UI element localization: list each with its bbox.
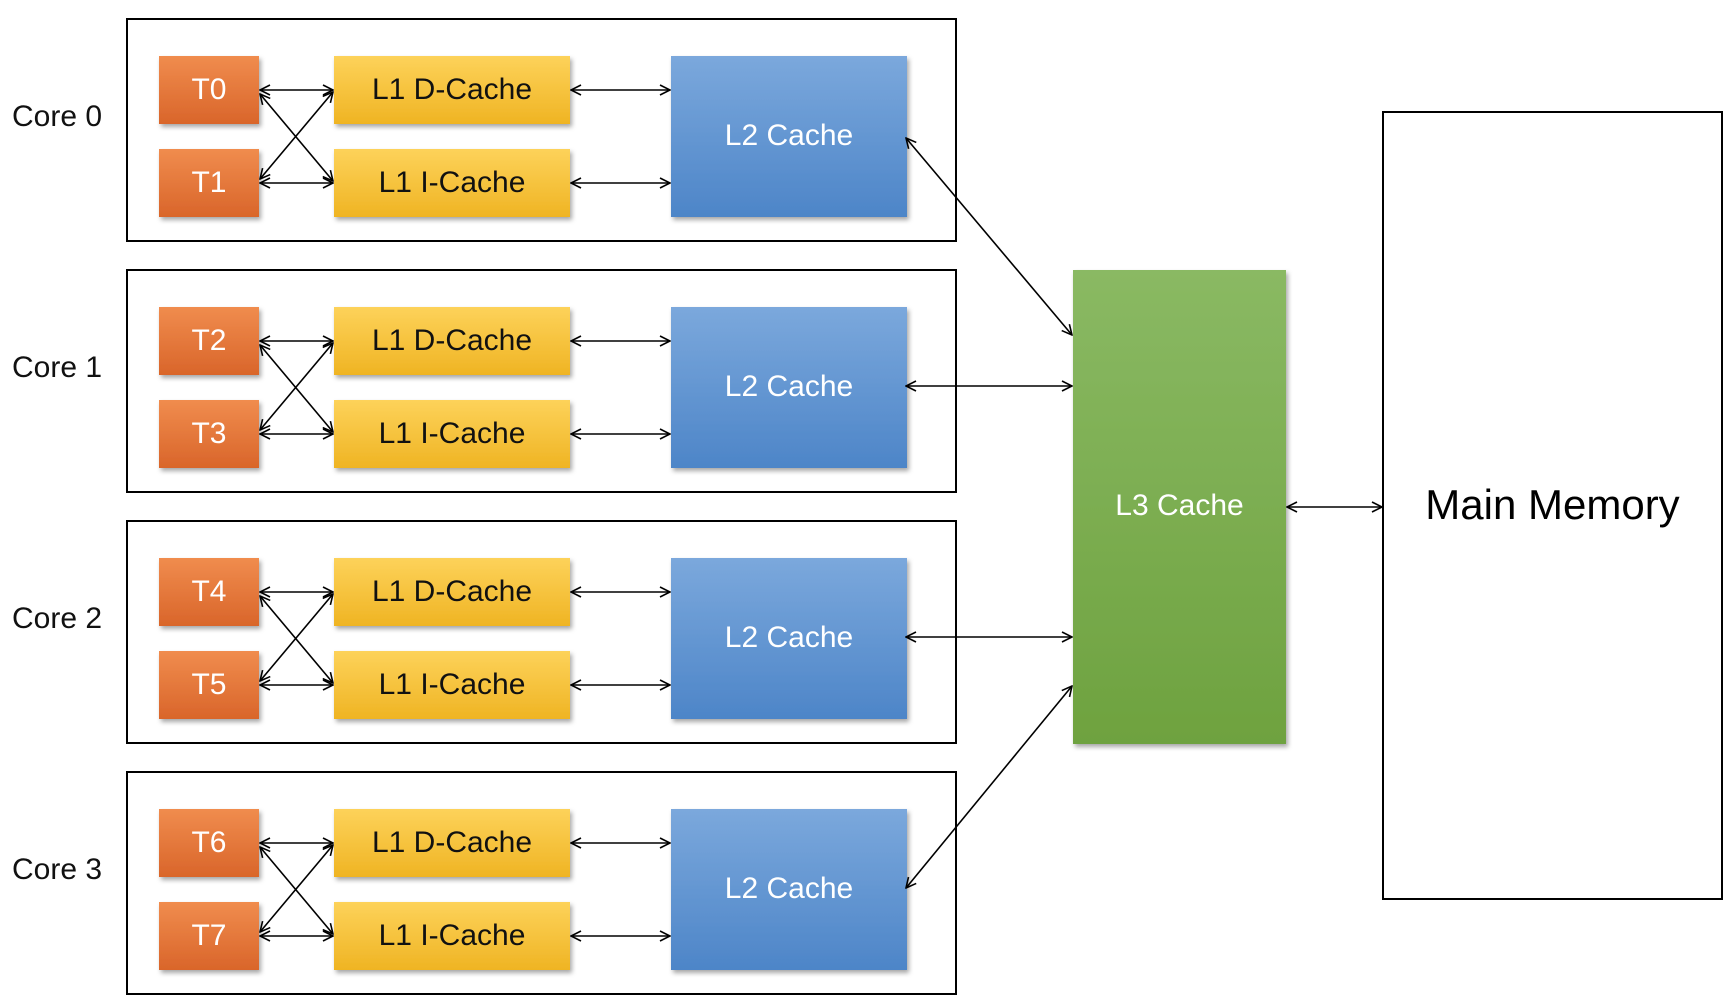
link-thread-cross xyxy=(260,845,333,932)
main-memory-box xyxy=(1382,111,1723,900)
l1-i-cache-label: L1 I-Cache xyxy=(379,668,526,701)
l2-cache-label: L2 Cache xyxy=(725,370,853,403)
l3-cache-block xyxy=(1073,270,1286,744)
main-memory-label: Main Memory xyxy=(1425,481,1679,528)
l2-cache-label: L2 Cache xyxy=(725,872,853,905)
thread-label: T4 xyxy=(191,575,226,608)
l1-d-cache-block xyxy=(334,56,570,124)
l3-cache-label: L3 Cache xyxy=(1115,489,1243,522)
core-label: Core 1 xyxy=(12,351,102,384)
l1-i-cache-label: L1 I-Cache xyxy=(379,166,526,199)
l1-d-cache-block xyxy=(334,307,570,375)
thread-block xyxy=(159,56,259,124)
l3-cache: L3 Cache xyxy=(1073,270,1286,744)
l2-cache-block xyxy=(671,307,907,468)
thread-block xyxy=(159,400,259,468)
core-label: Core 2 xyxy=(12,602,102,635)
l1-d-cache-label: L1 D-Cache xyxy=(372,73,532,106)
thread-block xyxy=(159,307,259,375)
thread-block xyxy=(159,149,259,217)
thread-label: T3 xyxy=(191,417,226,450)
link-l2-core0-l3 xyxy=(906,138,1072,335)
l1-i-cache-label: L1 I-Cache xyxy=(379,919,526,952)
link-l2-core3-l3 xyxy=(906,686,1072,888)
l1-i-cache-block xyxy=(334,902,570,970)
l2-cache-block xyxy=(671,56,907,217)
thread-label: T5 xyxy=(191,668,226,701)
thread-label: T1 xyxy=(191,166,226,199)
thread-label: T0 xyxy=(191,73,226,106)
link-thread-cross xyxy=(260,92,333,179)
thread-block xyxy=(159,809,259,877)
l1-d-cache-label: L1 D-Cache xyxy=(372,826,532,859)
thread-block xyxy=(159,902,259,970)
core-label: Core 0 xyxy=(12,100,102,133)
l1-d-cache-block xyxy=(334,809,570,877)
l2-cache-block xyxy=(671,558,907,719)
thread-label: T2 xyxy=(191,324,226,357)
l1-i-cache-block xyxy=(334,400,570,468)
link-thread-cross xyxy=(260,343,333,430)
l2-l3-links xyxy=(906,138,1072,888)
l2-cache-block xyxy=(671,809,907,970)
l1-i-cache-label: L1 I-Cache xyxy=(379,417,526,450)
l2-cache-label: L2 Cache xyxy=(725,119,853,152)
l2-cache-label: L2 Cache xyxy=(725,621,853,654)
thread-label: T6 xyxy=(191,826,226,859)
main-memory: Main Memory xyxy=(1382,111,1723,900)
thread-block xyxy=(159,651,259,719)
l1-i-cache-block xyxy=(334,651,570,719)
l1-i-cache-block xyxy=(334,149,570,217)
thread-block xyxy=(159,558,259,626)
l1-d-cache-label: L1 D-Cache xyxy=(372,324,532,357)
thread-label: T7 xyxy=(191,919,226,952)
core-label: Core 3 xyxy=(12,853,102,886)
link-thread-cross xyxy=(260,594,333,681)
l1-d-cache-block xyxy=(334,558,570,626)
l1-d-cache-label: L1 D-Cache xyxy=(372,575,532,608)
